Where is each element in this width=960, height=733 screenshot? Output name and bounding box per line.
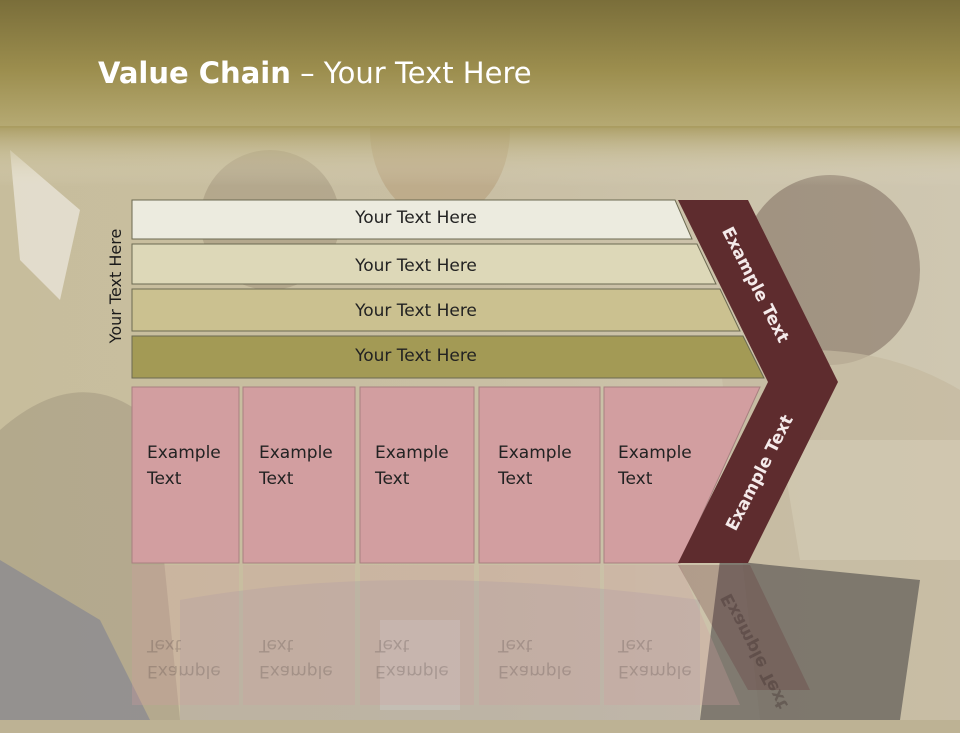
cell-2-line2: Text (259, 469, 294, 489)
cell-2-line1: Example (259, 443, 333, 463)
cell-2-reflection-line2: Text (259, 635, 294, 655)
bar-4-label: Your Text Here (355, 346, 477, 366)
cell-3-line1: Example (375, 443, 449, 463)
cell-4-line1: Example (498, 443, 572, 463)
chevron-reflection (678, 565, 810, 690)
bar-3-label: Your Text Here (355, 301, 477, 321)
cell-1-line1: Example (147, 443, 221, 463)
bar-1-label: Your Text Here (355, 208, 477, 228)
cell-1 (131, 386, 240, 564)
cell-4 (478, 386, 601, 564)
value-chevron (678, 200, 838, 563)
cell-5-reflection (604, 565, 740, 705)
title-bold: Value Chain (98, 56, 291, 90)
cell-2-reflection (243, 565, 355, 705)
bar-4 (131, 335, 765, 379)
page-title: Value Chain – Your Text Here (98, 56, 532, 90)
cell-4-reflection (479, 565, 600, 705)
cell-3-line2: Text (375, 469, 410, 489)
bar-2-label: Your Text Here (355, 256, 477, 276)
cell-5-reflection-line1: Example (618, 661, 692, 681)
cell-2-reflection-text: Example Text (259, 632, 333, 684)
cell-4-reflection-line1: Example (498, 661, 572, 681)
cell-1-line2: Text (147, 469, 182, 489)
cell-1-reflection-text: Example Text (147, 632, 221, 684)
cell-4-reflection-text: Example Text (498, 632, 572, 684)
cell-5-reflection-line2: Text (618, 635, 653, 655)
title-rest: – Your Text Here (290, 56, 532, 90)
cell-3 (359, 386, 475, 564)
cell-2 (242, 386, 356, 564)
cell-3-reflection-line1: Example (375, 661, 449, 681)
bar-2 (131, 243, 717, 285)
cell-1-reflection (132, 565, 239, 705)
cell-4-reflection-line2: Text (498, 635, 533, 655)
cell-4-line2: Text (498, 469, 533, 489)
cell-1-reflection-line2: Text (147, 635, 182, 655)
cell-5-line2: Text (618, 469, 653, 489)
cell-3-reflection-text: Example Text (375, 632, 449, 684)
cell-5-line1: Example (618, 443, 692, 463)
cell-1-reflection-line1: Example (147, 661, 221, 681)
cell-3-reflection (360, 565, 474, 705)
bar-1 (131, 199, 693, 240)
cell-3-reflection-line2: Text (375, 635, 410, 655)
cell-5-reflection-text: Example Text (618, 632, 692, 684)
bar-3 (131, 288, 741, 332)
cell-2-reflection-line1: Example (259, 661, 333, 681)
